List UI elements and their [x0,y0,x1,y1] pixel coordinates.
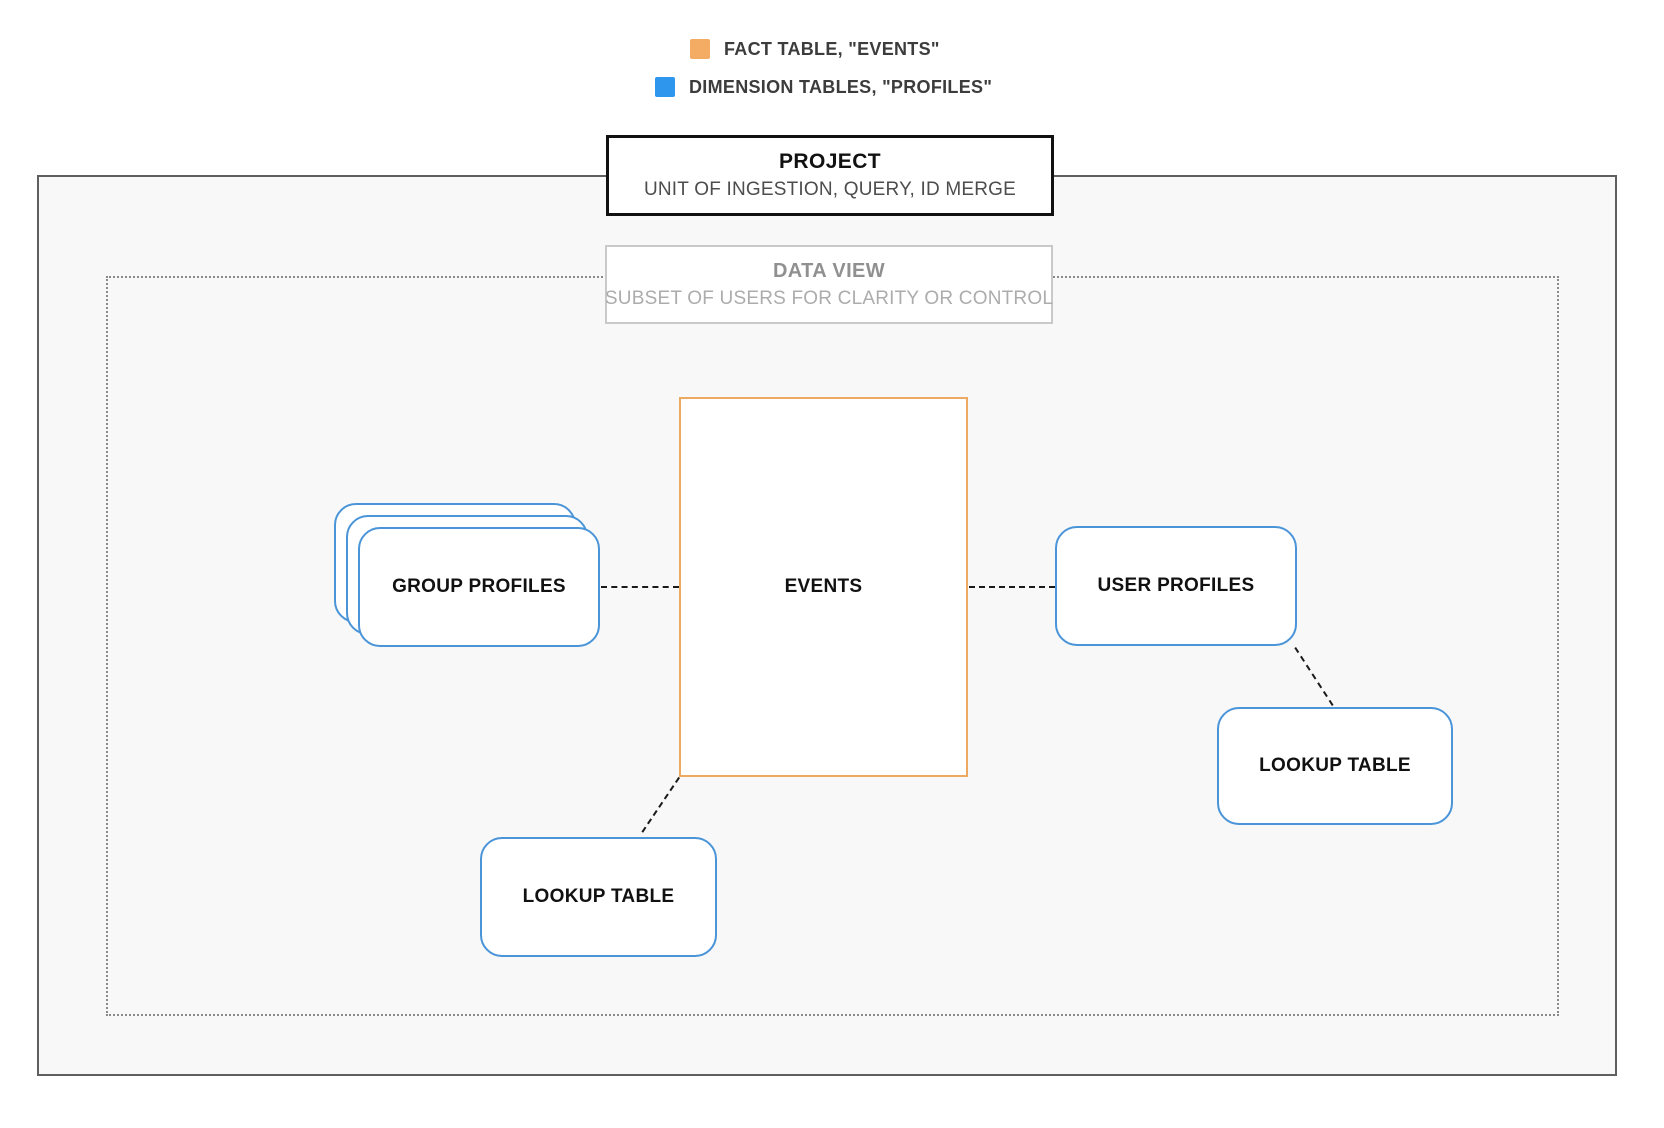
data-view-header-box: DATA VIEW SUBSET OF USERS FOR CLARITY OR… [605,245,1053,324]
node-label-lookup-table-bottom: LOOKUP TABLE [522,886,675,907]
node-events: EVENTS [679,397,968,777]
data-view-subtitle: SUBSET OF USERS FOR CLARITY OR CONTROL [604,287,1054,309]
project-subtitle: UNIT OF INGESTION, QUERY, ID MERGE [643,179,1017,200]
connector-group-profiles-events [601,586,679,588]
project-title: PROJECT [779,150,881,173]
node-group-profiles: GROUP PROFILES [358,527,600,647]
legend-item-fact-table: FACT TABLE, "EVENTS" [690,39,940,59]
dimension-tables-color-swatch [655,77,675,97]
legend-label-dimension-tables: DIMENSION TABLES, "PROFILES" [689,76,993,97]
node-lookup-table-bottom: LOOKUP TABLE [480,837,717,957]
connector-events-user-profiles [969,586,1055,588]
project-header-box: PROJECT UNIT OF INGESTION, QUERY, ID MER… [606,135,1054,216]
node-lookup-table-right: LOOKUP TABLE [1217,707,1453,825]
legend-label-fact-table: FACT TABLE, "EVENTS" [724,38,940,59]
node-label-group-profiles: GROUP PROFILES [392,576,566,597]
legend-item-dimension-tables: DIMENSION TABLES, "PROFILES" [655,77,992,97]
node-user-profiles: USER PROFILES [1055,526,1297,646]
node-label-user-profiles: USER PROFILES [1097,575,1255,596]
fact-table-color-swatch [690,39,710,59]
data-view-title: DATA VIEW [772,259,886,282]
node-label-lookup-table-right: LOOKUP TABLE [1259,755,1411,776]
node-label-events: EVENTS [784,576,863,597]
